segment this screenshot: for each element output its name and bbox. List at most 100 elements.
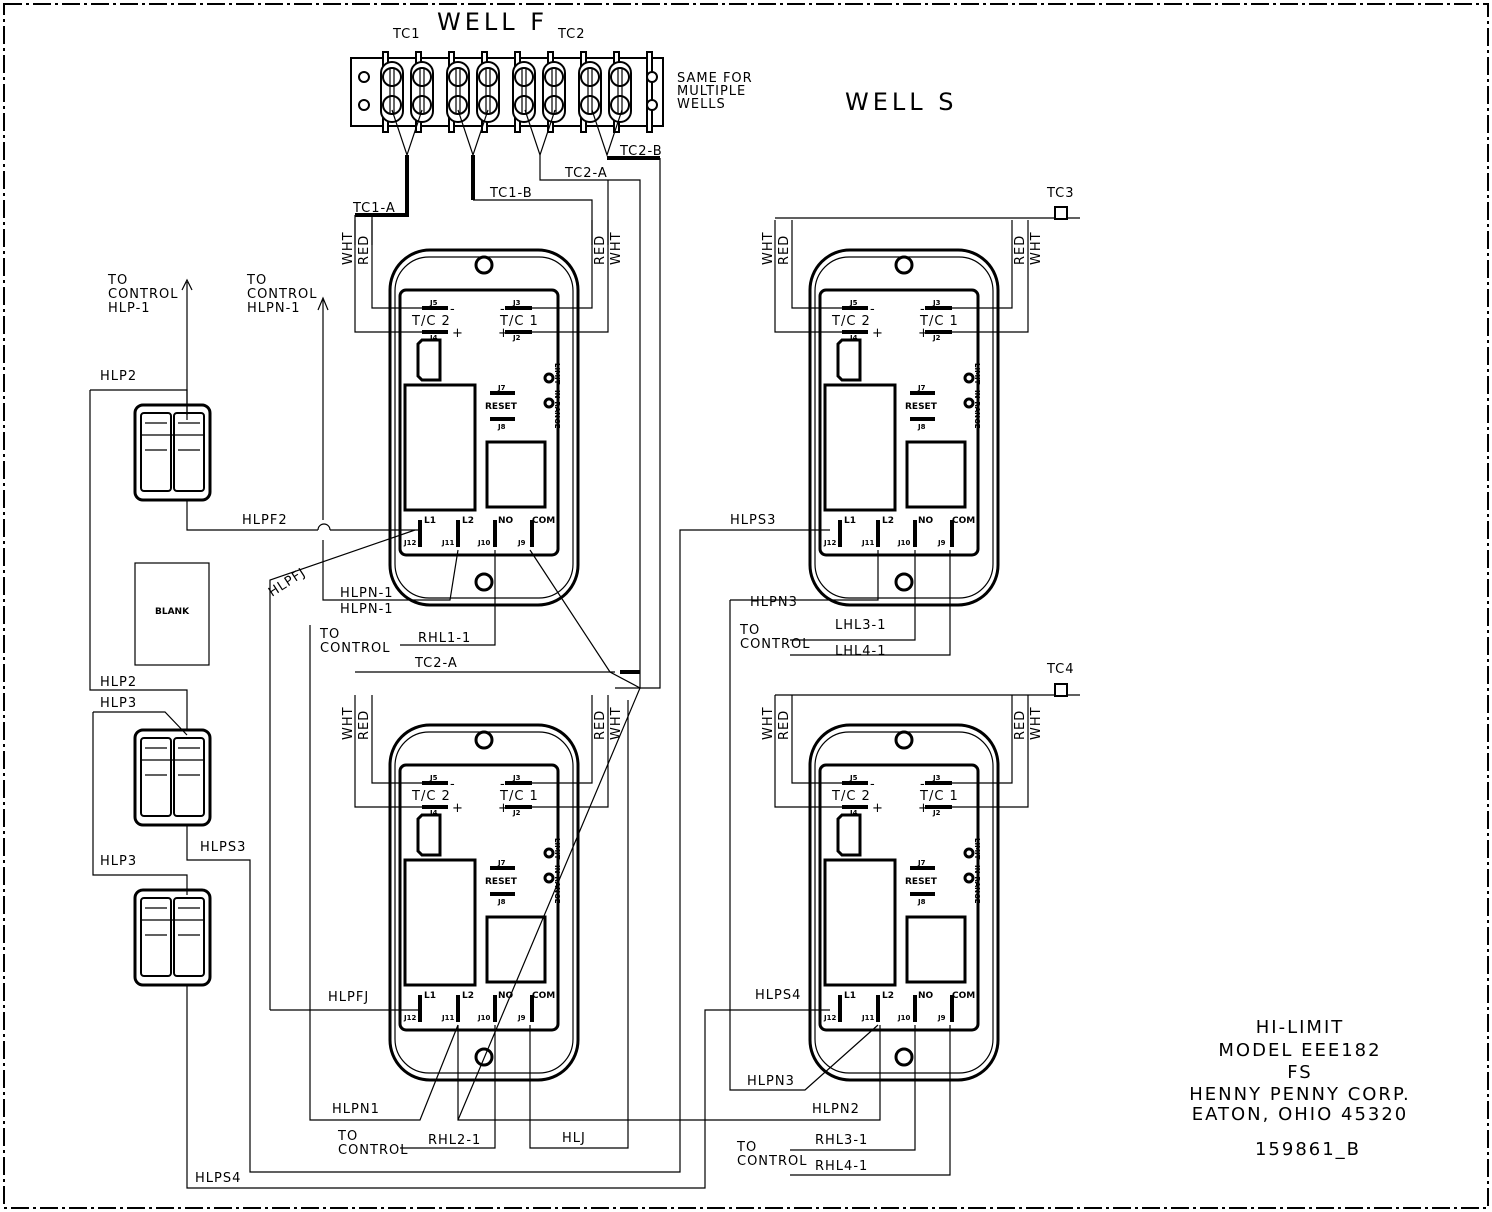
controller-label-tc2: T/C 2	[411, 789, 451, 804]
controller-label-j8: J8	[917, 898, 926, 906]
wire-label: HLPF2	[242, 513, 288, 528]
to-control-text: CONTROL	[338, 1143, 408, 1158]
controller-label-reset: RESET	[485, 402, 518, 412]
to-control-text: TO	[736, 1140, 757, 1155]
wire-label: TC1-A	[352, 201, 396, 216]
wire-label: HLPN-1	[340, 602, 394, 617]
controller-label-tc2: T/C 2	[411, 314, 451, 329]
controller-label-j8: J8	[497, 898, 506, 906]
controller-label-plus: +	[498, 801, 510, 816]
controller-label-j11: J11	[861, 1014, 874, 1022]
harness-wires	[89, 278, 951, 1189]
controller-label-com: COM	[952, 991, 975, 1001]
to-control-text: TO	[337, 1129, 358, 1144]
controller-label-com: COM	[952, 516, 975, 526]
wire-color-red: RED	[777, 710, 792, 740]
led-label-limit: LIMIT	[973, 838, 981, 860]
led-label-limit: LIMIT	[553, 363, 561, 385]
rocker-switch-2[interactable]	[133, 728, 212, 827]
wire-label: HLPN-1	[340, 586, 394, 601]
blank-label: BLANK	[155, 607, 190, 617]
controller-label-j7: J7	[497, 384, 506, 392]
controller-label-plus: +	[918, 801, 930, 816]
controller-label-plus: +	[872, 326, 884, 341]
wire-label: HLPN2	[812, 1102, 860, 1117]
controller-label-j3: J3	[512, 299, 521, 307]
controller-label-minus: -	[500, 302, 506, 317]
led-label-in_range: IN-RANGE	[973, 865, 981, 904]
wire-label: HLJ	[562, 1131, 586, 1146]
title-line: EATON, OHIO 45320	[1192, 1104, 1409, 1125]
controller-label-j5: J5	[429, 299, 438, 307]
controller-label-j7: J7	[497, 859, 506, 867]
controller-label-reset: RESET	[485, 877, 518, 887]
controller-label-j9: J9	[517, 539, 526, 547]
wire-label: HLPN3	[750, 595, 798, 610]
wire-color-wht: WHT	[341, 231, 356, 265]
controller-label-tc2: T/C 2	[831, 314, 871, 329]
wire-label: RHL1-1	[418, 631, 471, 646]
controller-label-j2: J2	[932, 809, 941, 817]
controller-label-j8: J8	[497, 423, 506, 431]
wire-label: HLP3	[100, 696, 137, 711]
wire-color-red: RED	[777, 235, 792, 265]
wire-label: HLPN1	[332, 1102, 380, 1117]
led-label-limit: LIMIT	[553, 838, 561, 860]
controller-label-plus: +	[498, 326, 510, 341]
controller-label-j12: J12	[403, 1014, 416, 1022]
controller-label-com: COM	[532, 516, 555, 526]
controller-label-tc1: T/C 1	[919, 789, 959, 804]
controller-label-minus: -	[450, 777, 456, 792]
wire-color-wht: WHT	[761, 231, 776, 265]
controller-label-plus: +	[452, 801, 464, 816]
controller-label-j12: J12	[823, 1014, 836, 1022]
to-control-text: TO	[107, 273, 128, 288]
wire-color-red: RED	[357, 235, 372, 265]
controller-label-j7: J7	[917, 859, 926, 867]
wire-label: HLPFJ	[266, 565, 309, 600]
controller-label-j2: J2	[512, 809, 521, 817]
rocker-switch-1[interactable]	[133, 403, 212, 502]
wire-label: TC1-B	[489, 186, 533, 201]
controller-label-plus: +	[918, 326, 930, 341]
controller-label-plus: +	[872, 801, 884, 816]
controller-label-j5: J5	[429, 774, 438, 782]
title-line: MODEL EEE182	[1218, 1040, 1381, 1061]
to-control-text: CONTROL	[108, 287, 178, 302]
controller-label-j5: J5	[849, 774, 858, 782]
controller-label-minus: -	[500, 777, 506, 792]
controller-label-j10: J10	[477, 539, 490, 547]
controller-label-j12: J12	[403, 539, 416, 547]
wire-label: RHL4-1	[815, 1159, 868, 1174]
wire-label: TC4	[1046, 662, 1075, 677]
controller-label-j4: J4	[429, 334, 438, 342]
controller-label-no: NO	[498, 991, 514, 1001]
led-label-limit: LIMIT	[973, 363, 981, 385]
controller-label-reset: RESET	[905, 877, 938, 887]
title-line: HI-LIMIT	[1256, 1017, 1345, 1038]
to-control-text: HLP-1	[108, 301, 151, 316]
to-control-text: TO	[246, 273, 267, 288]
wire-label: TC2-A	[564, 166, 608, 181]
controller-label-l1: L1	[844, 991, 856, 1001]
controller-label-minus: -	[870, 302, 876, 317]
controller-label-l1: L1	[844, 516, 856, 526]
controller-label-j7: J7	[917, 384, 926, 392]
controller-label-minus: -	[920, 777, 926, 792]
wire-color-red: RED	[1013, 235, 1028, 265]
wire-label: HLPS3	[200, 840, 246, 855]
controller-label-j3: J3	[512, 774, 521, 782]
wire-label: HLPS4	[195, 1171, 241, 1186]
wire-color-red: RED	[1013, 710, 1028, 740]
to-control-text: TO	[319, 627, 340, 642]
wire-label: HLPS3	[730, 513, 776, 528]
rocker-switch-3[interactable]	[133, 888, 212, 987]
controller-label-no: NO	[918, 991, 934, 1001]
thermocouple-wires	[354, 109, 1080, 697]
controller-label-j8: J8	[917, 423, 926, 431]
well-s-label: WELL S	[845, 88, 958, 116]
controller-label-j9: J9	[937, 539, 946, 547]
controller-label-l1: L1	[424, 991, 436, 1001]
